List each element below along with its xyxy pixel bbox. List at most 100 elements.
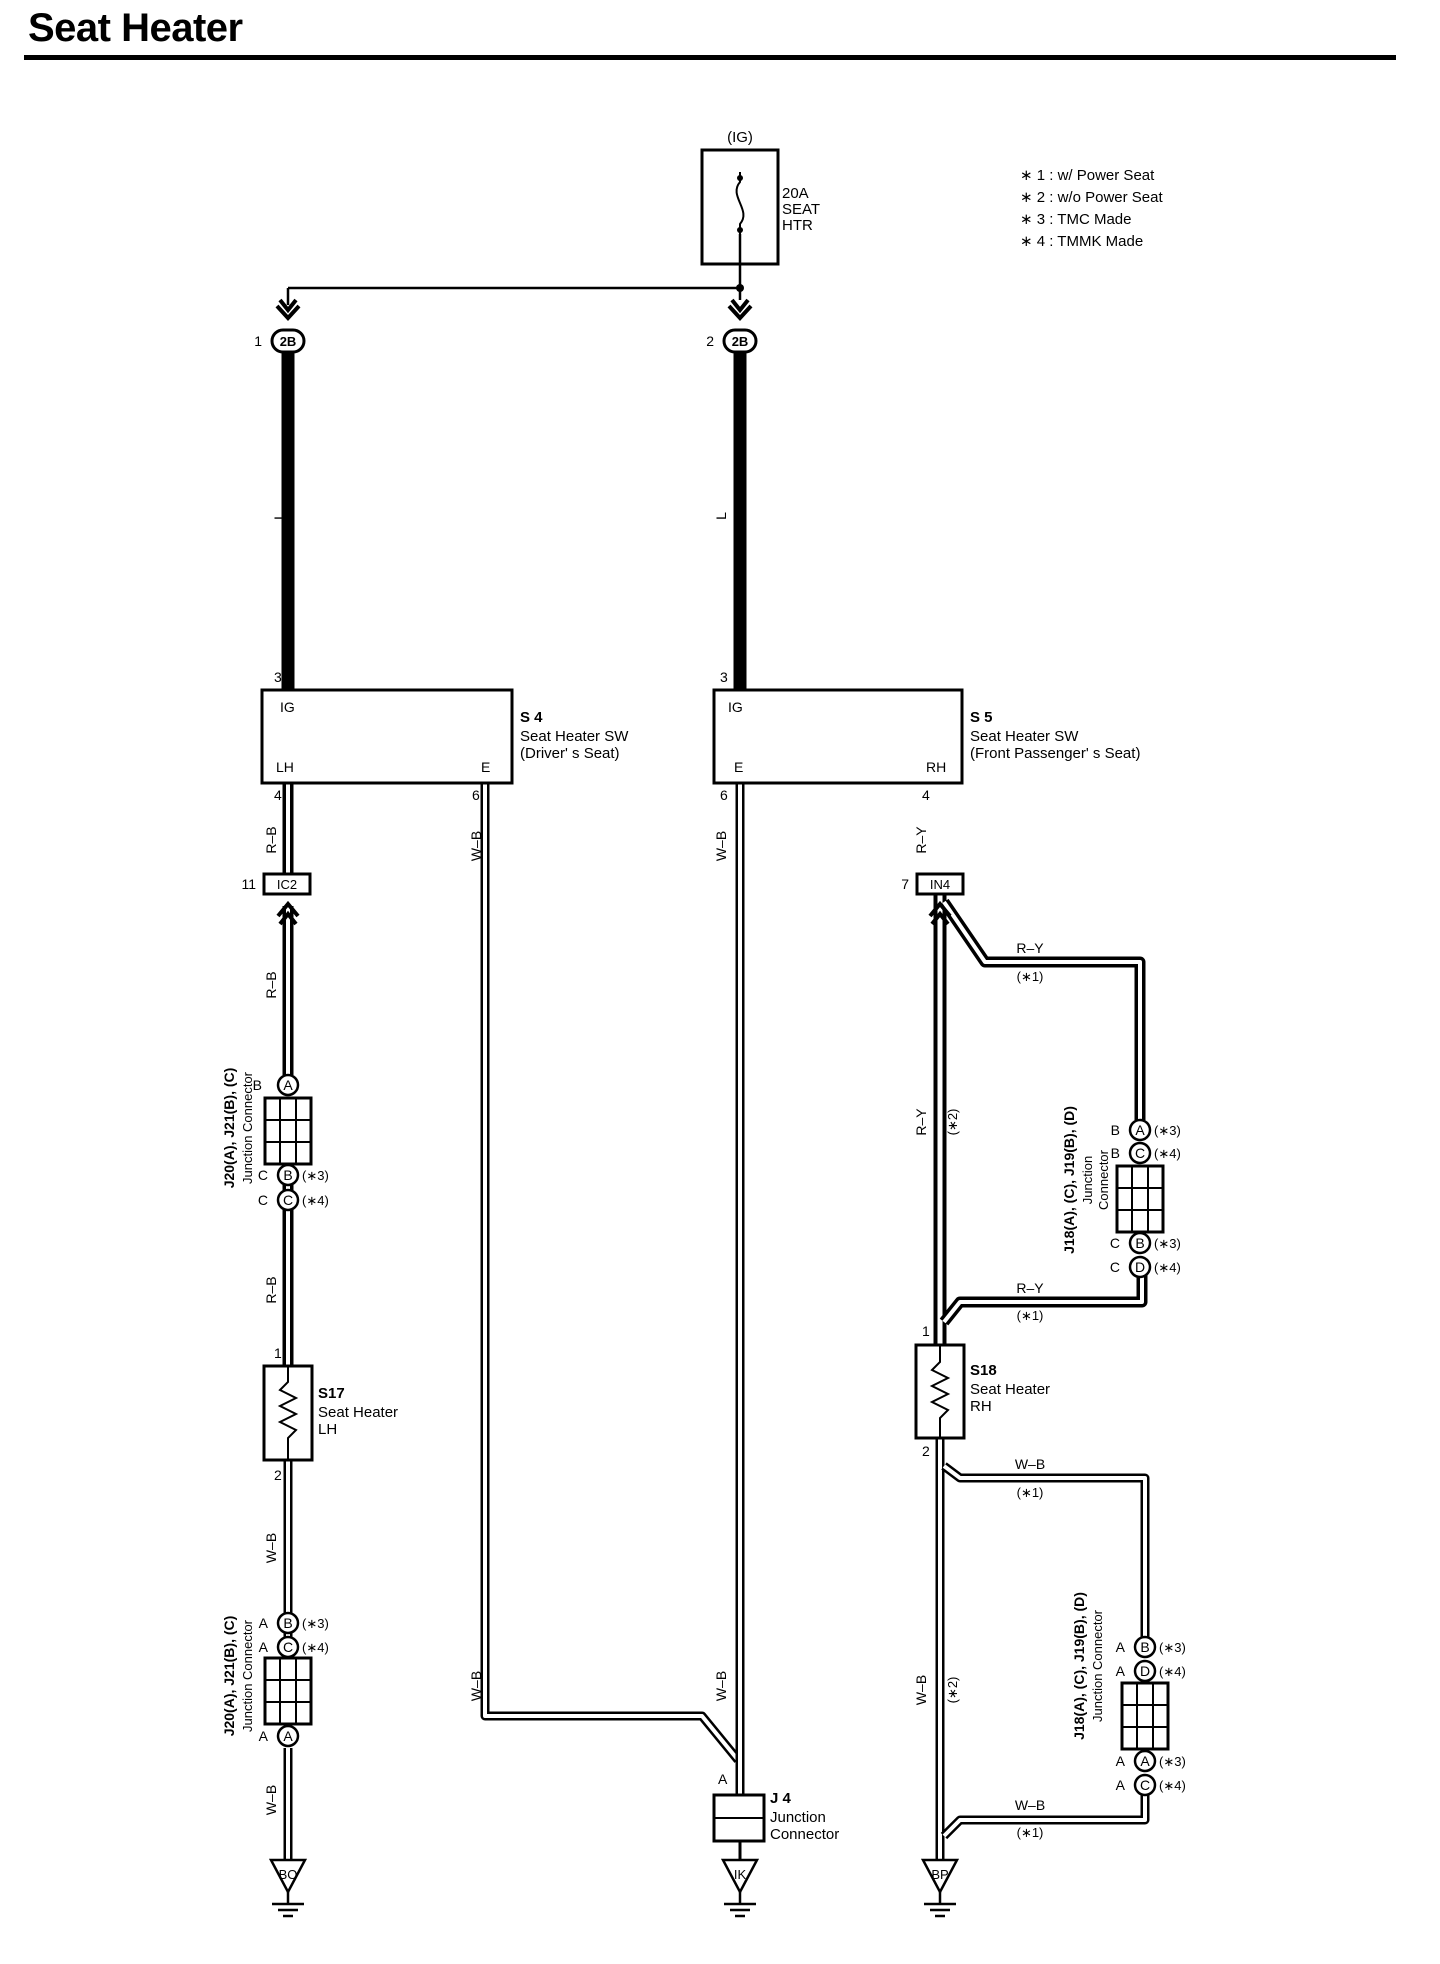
splice-point <box>736 284 744 292</box>
svg-text:B: B <box>283 1167 292 1183</box>
svg-text:J20(A), J21(B), (C): J20(A), J21(B), (C) <box>221 1068 237 1189</box>
svg-text:(∗3): (∗3) <box>1154 1236 1181 1251</box>
svg-text:3: 3 <box>274 669 282 685</box>
svg-text:1: 1 <box>922 1323 930 1339</box>
svg-text:2B: 2B <box>732 334 749 349</box>
connector-ic2: IC2 11 <box>241 872 312 926</box>
svg-text:C: C <box>283 1192 293 1208</box>
svg-text:(∗3): (∗3) <box>1159 1754 1186 1769</box>
svg-text:BO: BO <box>279 1867 298 1882</box>
svg-text:J 4: J 4 <box>770 1790 792 1807</box>
wire-labels: L L R–B R–B R–B W–B W–B W–B W–B W–B W–B … <box>263 512 1045 1840</box>
svg-text:Connector: Connector <box>770 1826 839 1843</box>
svg-text:B: B <box>1111 1122 1120 1138</box>
svg-text:(∗1): (∗1) <box>1017 969 1044 984</box>
svg-text:R–B: R–B <box>263 971 279 998</box>
s5-code: S 5 <box>970 709 993 726</box>
resistor-icon <box>277 1366 299 1460</box>
note-1: ∗ 1 : w/ Power Seat <box>1020 167 1155 184</box>
svg-text:(∗2): (∗2) <box>945 1677 960 1704</box>
svg-text:2: 2 <box>274 1467 282 1483</box>
connector-2b-right: 2B 2 <box>706 298 758 354</box>
wire-ry <box>933 875 1148 1345</box>
svg-text:W–B: W–B <box>713 1671 729 1701</box>
fuse-icon <box>735 172 745 234</box>
s4-code: S 4 <box>520 709 543 726</box>
svg-text:C: C <box>283 1639 293 1655</box>
svg-text:C: C <box>1135 1145 1145 1161</box>
svg-text:RH: RH <box>970 1398 992 1415</box>
junction-j4: A J 4 Junction Connector <box>712 1771 839 1843</box>
svg-text:3: 3 <box>720 669 728 685</box>
s4-sub: (Driver' s Seat) <box>520 745 620 762</box>
svg-text:4: 4 <box>922 787 930 803</box>
s4-name: Seat Heater SW <box>520 728 629 745</box>
svg-text:4: 4 <box>274 787 282 803</box>
svg-text:6: 6 <box>720 787 728 803</box>
svg-text:E: E <box>481 759 490 775</box>
svg-text:(∗4): (∗4) <box>302 1193 329 1208</box>
svg-text:A: A <box>1116 1639 1126 1655</box>
svg-text:W–B: W–B <box>468 831 484 861</box>
svg-text:IC2: IC2 <box>277 877 297 892</box>
svg-text:Junction: Junction <box>770 1809 826 1826</box>
svg-text:IK: IK <box>734 1867 747 1882</box>
svg-text:2: 2 <box>706 333 714 349</box>
ig-label: (IG) <box>727 129 753 146</box>
svg-text:(∗1): (∗1) <box>1017 1308 1044 1323</box>
page-title: Seat Heater <box>28 6 243 50</box>
svg-text:S18: S18 <box>970 1362 997 1379</box>
svg-text:Seat Heater: Seat Heater <box>318 1404 398 1421</box>
wires <box>281 232 1150 1860</box>
s5-name: Seat Heater SW <box>970 728 1079 745</box>
junction-right-lower: B A (∗3) D A (∗4) A A (∗3) C A (∗4) J18(… <box>1071 1592 1186 1797</box>
svg-text:Connector: Connector <box>1096 1149 1111 1210</box>
svg-text:(∗3): (∗3) <box>1159 1640 1186 1655</box>
svg-text:W–B: W–B <box>468 1671 484 1701</box>
svg-text:2B: 2B <box>280 334 297 349</box>
svg-text:A: A <box>259 1615 269 1631</box>
connector-2b-left: 2B 1 <box>254 298 306 354</box>
svg-text:BP: BP <box>931 1867 948 1882</box>
wire-wb-right <box>935 1438 1150 1860</box>
ground-ik: IK <box>721 1858 759 1918</box>
svg-text:Seat Heater: Seat Heater <box>970 1381 1050 1398</box>
note-4: ∗ 4 : TMMK Made <box>1020 233 1143 250</box>
svg-text:(∗4): (∗4) <box>1154 1146 1181 1161</box>
wire-wb-s4-e <box>480 783 742 1763</box>
svg-text:7: 7 <box>901 876 909 892</box>
junction-left-upper: A B B C (∗3) C C (∗4) J20(A), J21(B), (C… <box>221 1068 329 1212</box>
svg-text:C: C <box>258 1167 268 1183</box>
note-2: ∗ 2 : w/o Power Seat <box>1020 189 1163 206</box>
svg-text:S17: S17 <box>318 1385 345 1402</box>
svg-text:J18(A), (C), J19(B), (D): J18(A), (C), J19(B), (D) <box>1071 1592 1087 1740</box>
svg-text:L: L <box>271 512 287 520</box>
wire-l <box>281 352 747 690</box>
svg-text:(∗1): (∗1) <box>1017 1485 1044 1500</box>
junction-right-upper: A B (∗3) C B (∗4) B C (∗3) D C (∗4) J18(… <box>1061 1106 1181 1279</box>
ground-bo: BO <box>269 1858 307 1918</box>
switch-s4: IG LH E 3 4 6 S 4 Seat Heater SW (Driver… <box>260 669 629 803</box>
svg-text:C: C <box>258 1192 268 1208</box>
svg-text:Junction Connector: Junction Connector <box>240 1619 255 1732</box>
svg-text:W–B: W–B <box>263 1533 279 1563</box>
svg-text:J20(A), J21(B), (C): J20(A), J21(B), (C) <box>221 1616 237 1737</box>
svg-text:(∗3): (∗3) <box>1154 1123 1181 1138</box>
svg-text:A: A <box>259 1639 269 1655</box>
svg-text:Junction Connector: Junction Connector <box>240 1071 255 1184</box>
svg-text:(∗4): (∗4) <box>302 1640 329 1655</box>
fuse-name-1: SEAT <box>782 201 820 218</box>
svg-text:(∗3): (∗3) <box>302 1616 329 1631</box>
heater-s17: 1 2 S17 Seat Heater LH <box>262 1345 398 1483</box>
connector-in4: IN4 7 <box>901 872 965 926</box>
svg-text:D: D <box>1140 1663 1150 1679</box>
svg-text:A: A <box>283 1728 293 1744</box>
svg-text:IG: IG <box>728 699 743 715</box>
svg-text:L: L <box>713 512 729 520</box>
svg-text:IN4: IN4 <box>930 877 950 892</box>
resistor-icon <box>929 1345 951 1438</box>
svg-text:LH: LH <box>318 1421 337 1438</box>
svg-text:C: C <box>1110 1235 1120 1251</box>
svg-text:2: 2 <box>922 1443 930 1459</box>
junction-left-lower: B A (∗3) C A (∗4) A A J20(A), J21(B), (C… <box>221 1611 329 1748</box>
